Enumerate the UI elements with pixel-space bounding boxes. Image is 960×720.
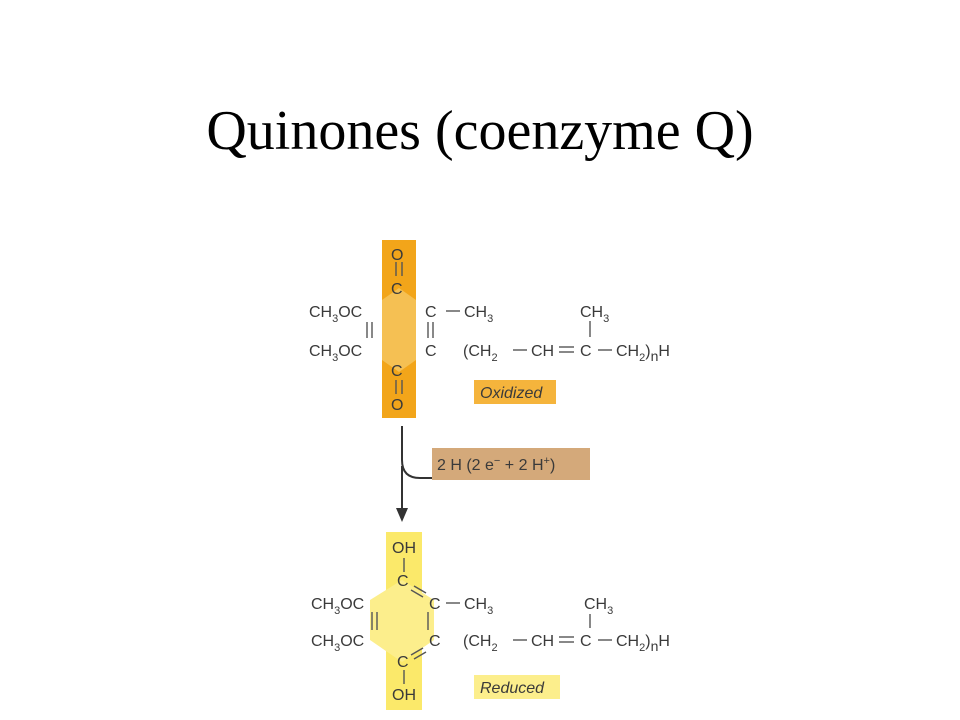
svg-text:(CH2: (CH2 — [463, 633, 498, 654]
reaction-arrow — [401, 426, 432, 479]
oxidized-bottom-c: C — [391, 363, 403, 380]
reduced-chain-open: (CH — [463, 633, 491, 650]
oxidized-chain-n: n — [651, 348, 659, 364]
reduced-ring-fill — [370, 580, 434, 662]
oxidized-label: Oxidized — [480, 385, 543, 402]
reduced-label-box — [474, 675, 560, 699]
oxidized-branch-sub: 3 — [603, 313, 609, 325]
oxidized-chain-open: (CH — [463, 343, 491, 360]
reaction-plus: + — [544, 455, 550, 467]
reduced-bottom-oh: OH — [392, 687, 416, 704]
oxidized-methoxy-2-tail: OC — [338, 343, 362, 360]
oxidized-branch-ch: CH — [580, 304, 603, 321]
svg-text:CH3OC: CH3OC — [309, 343, 362, 364]
oxidized-right-c1: C — [425, 304, 437, 321]
reduced-chain-ch2-sub: 2 — [639, 642, 645, 654]
reduced-chain-h: H — [658, 633, 670, 650]
reaction-minus: − — [494, 455, 500, 467]
reduced-methoxy-1: CH — [311, 596, 334, 613]
reduced-top-oh: OH — [392, 540, 416, 557]
oxidized-right-c2: C — [425, 343, 437, 360]
reduced-chain-ch2: CH — [616, 633, 639, 650]
reduced-chain-close: ) — [645, 633, 650, 650]
reduced-methoxy-2-tail: OC — [340, 633, 364, 650]
oxidized-ring-fill — [382, 288, 416, 372]
oxidized-chain-sub2: 2 — [491, 352, 497, 364]
oxidized-chain-ch2: CH — [616, 343, 639, 360]
oxidized-chain-ch: CH — [531, 343, 554, 360]
reduced-methoxy-1-sub: 3 — [334, 605, 340, 617]
oxidized-top-o: O — [391, 247, 403, 264]
svg-text:CH3: CH3 — [580, 304, 609, 325]
reduced-methoxy-2-sub: 3 — [334, 642, 340, 654]
svg-text:CH3OC: CH3OC — [311, 633, 364, 654]
reduced-chain-ch: CH — [531, 633, 554, 650]
reduced-bottom-c: C — [397, 654, 409, 671]
svg-text:CH3: CH3 — [584, 596, 613, 617]
svg-text:(CH2: (CH2 — [463, 343, 498, 364]
reduced-label: Reduced — [480, 680, 545, 697]
oxidized-methoxy-1-tail: OC — [338, 304, 362, 321]
reduced-right-c2: C — [429, 633, 441, 650]
svg-text:CH3OC: CH3OC — [309, 304, 362, 325]
reduced-chain-c: C — [580, 633, 592, 650]
slide-title: Quinones (coenzyme Q) — [206, 100, 754, 162]
oxidized-methoxy-1-sub: 3 — [332, 313, 338, 325]
svg-text:CH2)nH: CH2)nH — [616, 343, 670, 364]
oxidized-chain-c: C — [580, 343, 592, 360]
svg-text:2 H (2 e− + 2 H+): 2 H (2 e− + 2 H+) — [437, 455, 555, 474]
svg-text:CH3OC: CH3OC — [311, 596, 364, 617]
oxidized-methoxy-1: CH — [309, 304, 332, 321]
reaction-box — [432, 448, 590, 480]
oxidized-chain-h: H — [658, 343, 670, 360]
oxidized-bottom-o: O — [391, 397, 403, 414]
reaction-mid: + 2 H — [500, 457, 543, 474]
oxidized-methoxy-2-sub: 3 — [332, 352, 338, 364]
reduced-chain-n: n — [651, 638, 659, 654]
reduced-branch-ch: CH — [584, 596, 607, 613]
reaction-label: 2 H (2 e — [437, 457, 494, 474]
reduced-chain-sub2: 2 — [491, 642, 497, 654]
svg-text:CH3: CH3 — [464, 596, 493, 617]
reduced-methyl-sub: 3 — [487, 605, 493, 617]
svg-text:CH2)nH: CH2)nH — [616, 633, 670, 654]
reduced-methoxy-1-tail: OC — [340, 596, 364, 613]
oxidized-methoxy-2: CH — [309, 343, 332, 360]
reduced-top-c: C — [397, 573, 409, 590]
svg-text:CH3: CH3 — [464, 304, 493, 325]
reduced-bonds — [371, 558, 612, 684]
oxidized-methyl-sub: 3 — [487, 313, 493, 325]
oxidized-methyl: CH — [464, 304, 487, 321]
reduced-branch-sub: 3 — [607, 605, 613, 617]
arrowhead-icon — [396, 508, 408, 522]
reduced-methoxy-2: CH — [311, 633, 334, 650]
oxidized-chain-ch2-sub: 2 — [639, 352, 645, 364]
oxidized-chain-close: ) — [645, 343, 650, 360]
reduced-right-c1: C — [429, 596, 441, 613]
reduced-methyl: CH — [464, 596, 487, 613]
oxidized-label-box — [474, 380, 556, 404]
reaction-end: ) — [550, 457, 555, 474]
oxidized-top-c: C — [391, 281, 403, 298]
oxidized-bonds — [366, 262, 612, 394]
